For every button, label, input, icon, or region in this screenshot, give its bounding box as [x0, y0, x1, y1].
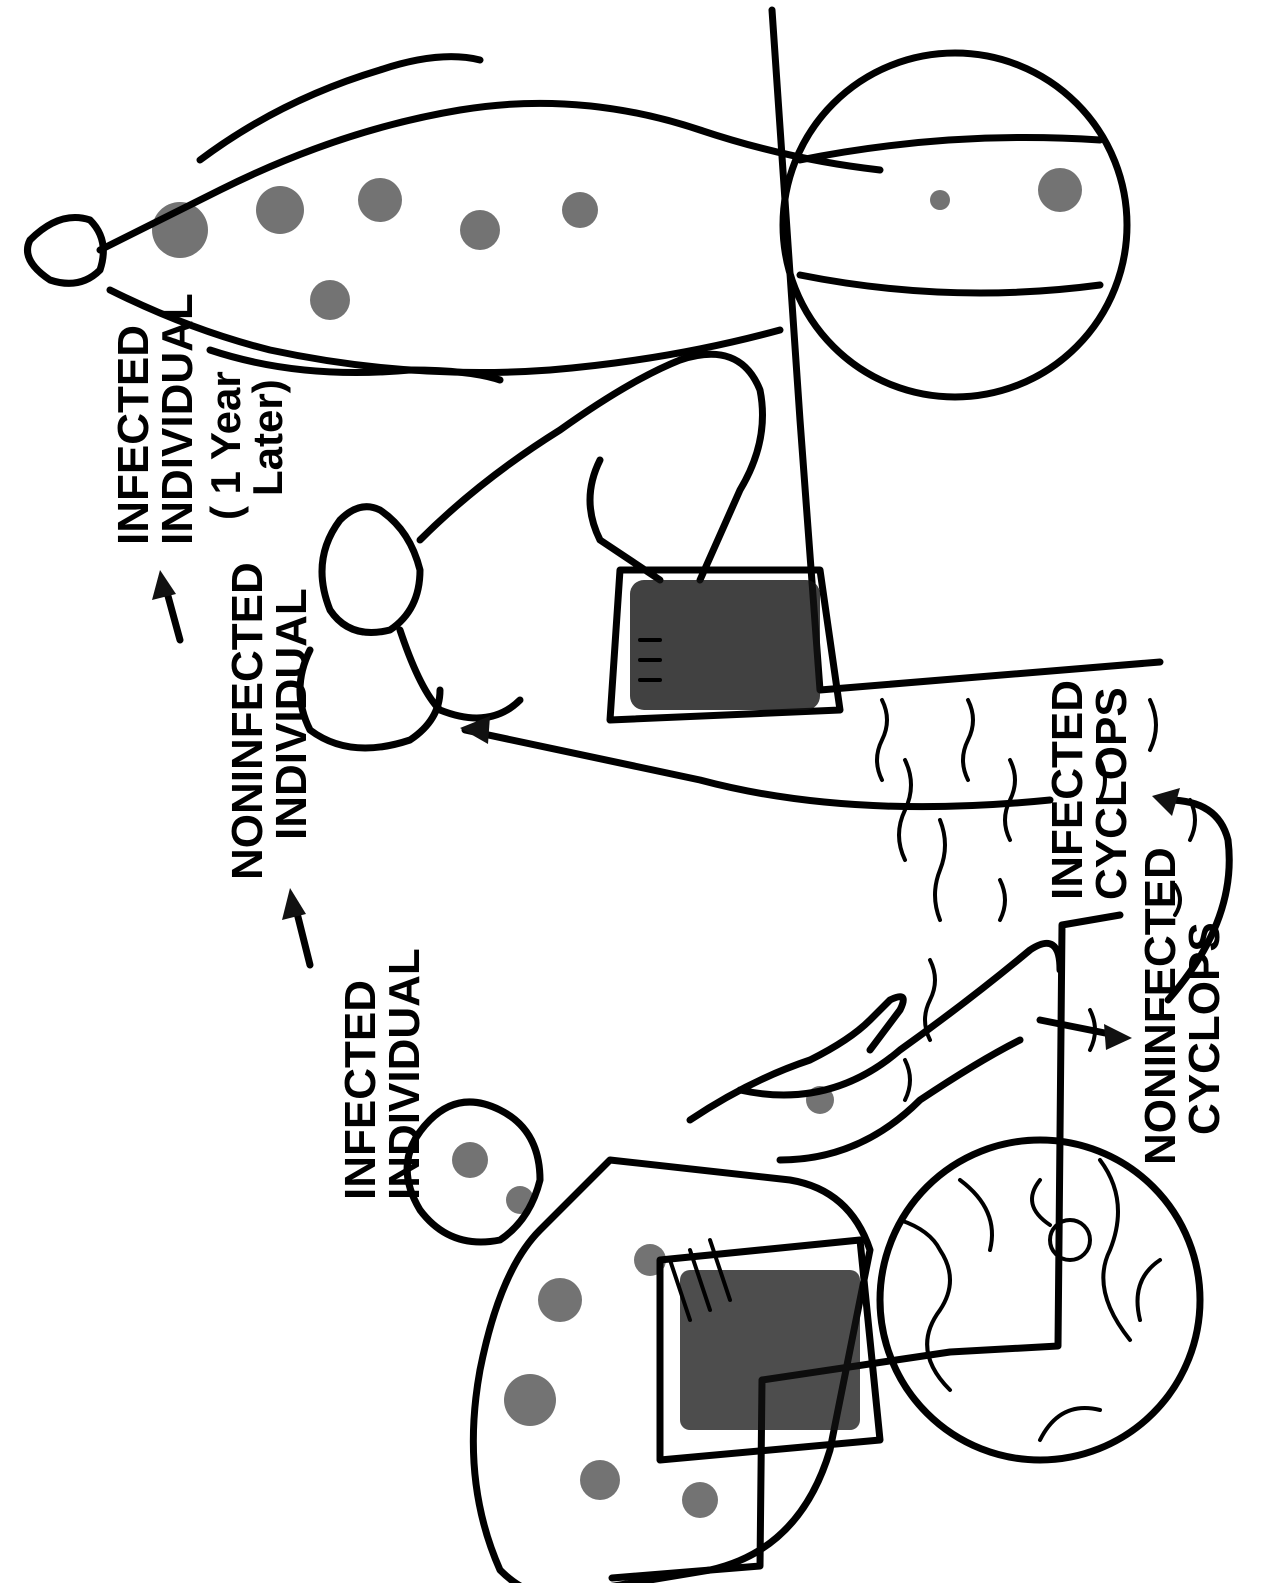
label-infected-individual-line1: INFECTED	[336, 980, 385, 1200]
label-infected-cyclops-line1: INFECTED	[1043, 680, 1092, 900]
worm-magnifier-circle	[880, 1140, 1200, 1460]
label-infected-individual: INFECTED INDIVIDUAL	[336, 948, 429, 1200]
label-infected-individual-later-line2: INDIVIDUAL	[153, 293, 202, 545]
label-infected-cyclops-line2: CYCLOPS	[1087, 687, 1136, 900]
label-noninfected-cyclops-line2: CYCLOPS	[1180, 922, 1229, 1135]
basket	[660, 1240, 880, 1460]
label-one-year-later-line2: Later)	[244, 379, 291, 496]
label-noninfected-individual-line2: INDIVIDUAL	[267, 588, 316, 840]
label-noninfected-individual: NONINFECTED INDIVIDUAL	[223, 562, 316, 880]
later-body-stipple	[152, 178, 598, 320]
leg-magnifier-circle	[783, 53, 1127, 397]
label-infected-individual-later: INFECTED INDIVIDUAL	[109, 293, 202, 545]
water-jar	[610, 570, 840, 720]
infected-individual-figure	[407, 943, 1060, 1583]
label-noninfected-cyclops-line1: NONINFECTED	[1136, 847, 1185, 1165]
label-infected-cyclops: INFECTED CYCLOPS	[1043, 680, 1136, 900]
label-noninfected-individual-line1: NONINFECTED	[223, 562, 272, 880]
label-one-year-later-line1: ( 1 Year	[202, 371, 249, 520]
noninfected-individual-figure	[300, 354, 840, 748]
label-infected-individual-line2: INDIVIDUAL	[380, 948, 429, 1200]
label-infected-individual-later-line1: INFECTED	[109, 325, 158, 545]
label-one-year-later: ( 1 Year Later)	[202, 371, 291, 520]
label-noninfected-cyclops: NONINFECTED CYCLOPS	[1136, 847, 1229, 1165]
